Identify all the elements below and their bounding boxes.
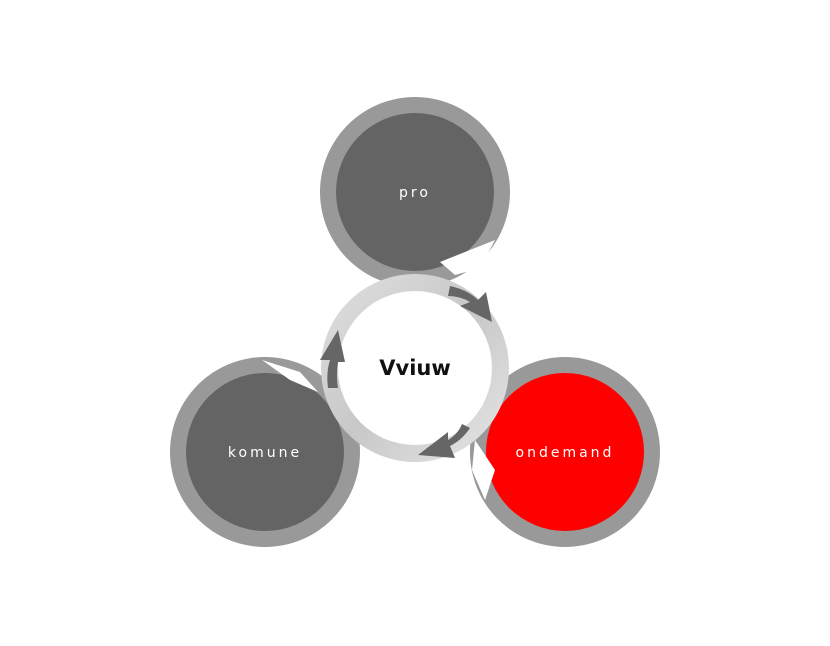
center-hub[interactable]: Vviuw <box>321 274 509 462</box>
node-komune-label: komune <box>228 445 302 461</box>
arrow-ondemand-to-komune <box>418 424 470 458</box>
arrow-komune-to-pro <box>320 330 345 388</box>
node-komune-fill <box>186 373 344 531</box>
center-fill <box>338 291 492 445</box>
arrow-pro-to-ondemand <box>448 286 492 322</box>
notch-right <box>472 440 495 500</box>
node-pro[interactable]: pro <box>320 97 510 287</box>
node-ondemand-label: ondemand <box>516 445 615 461</box>
cycle-arrows <box>320 286 492 458</box>
notch-left <box>262 360 318 392</box>
node-pro-fill <box>336 113 494 271</box>
node-komune[interactable]: komune <box>170 357 360 547</box>
node-ondemand-fill <box>486 373 644 531</box>
center-label: Vviuw <box>379 356 451 380</box>
notch-top <box>440 240 495 275</box>
node-pro-label: pro <box>399 185 431 201</box>
node-ondemand[interactable]: ondemand <box>470 357 660 547</box>
